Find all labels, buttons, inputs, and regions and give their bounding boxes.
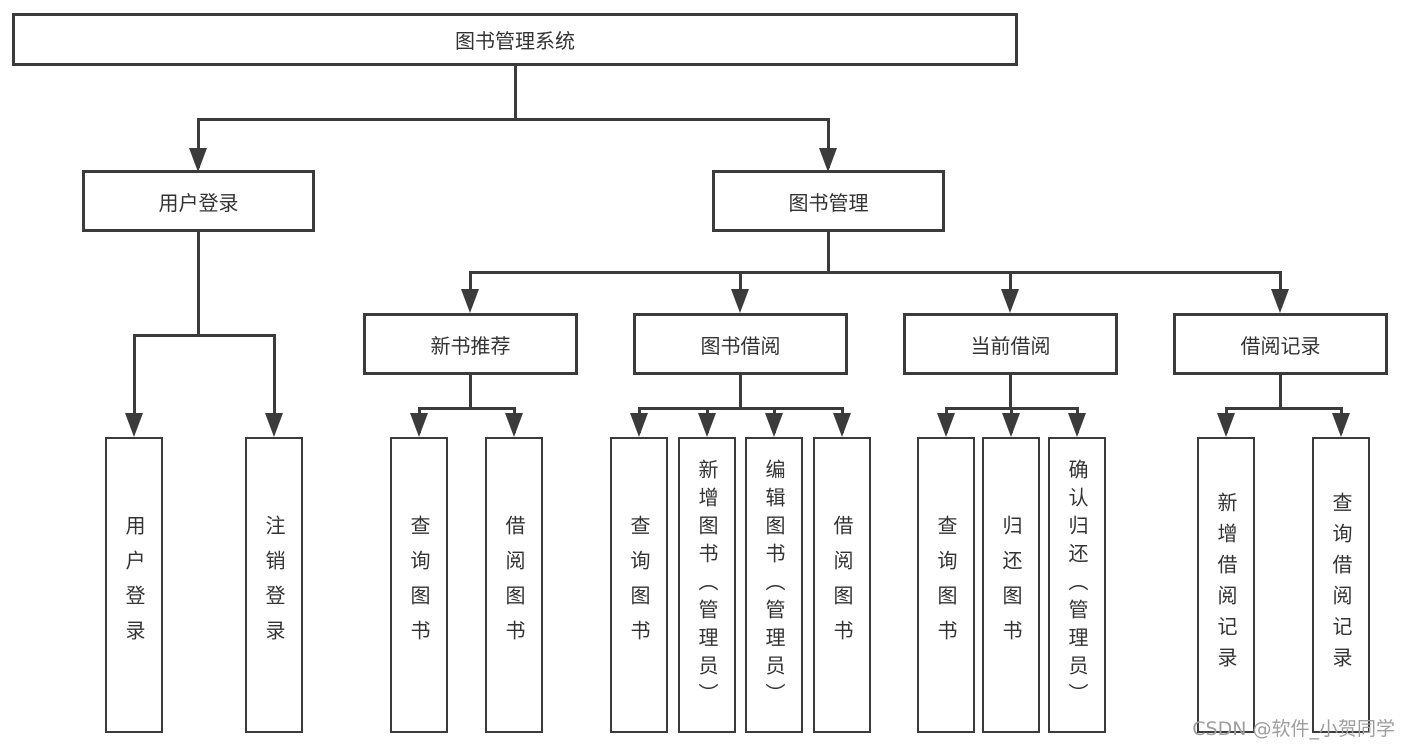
arrowhead [1068, 413, 1086, 437]
leaf-borrow-borrow-books: 借阅图书 [813, 437, 871, 733]
leaf-borrow-add-books-label: 新增图书（管理员） [695, 459, 719, 711]
connector-user-login-rail [133, 334, 275, 337]
leaf-newrec-query-books: 查询图书 [390, 437, 448, 733]
node-current-borrow: 当前借阅 [903, 313, 1118, 375]
arrowhead-book-mgmt [819, 148, 837, 172]
leaf-current-confirm-return: 确认归还（管理员） [1048, 437, 1106, 733]
node-user-login-label: 用户登录 [158, 190, 239, 215]
leaf-user-login: 用户登录 [105, 437, 163, 733]
connector-root-stub [514, 66, 517, 120]
node-root: 图书管理系统 [12, 13, 1018, 66]
arrowhead [505, 413, 523, 437]
node-book-mgmt: 图书管理 [712, 170, 945, 232]
node-borrow-record: 借阅记录 [1173, 313, 1388, 375]
connector-book-borrow-rail [638, 407, 844, 410]
arrowhead [1002, 413, 1020, 437]
arrowhead-user-login [189, 148, 207, 172]
arrowhead-leaf-logout [265, 413, 283, 437]
connector-record-rail [1225, 407, 1343, 410]
leaf-newrec-borrow-books-label: 借阅图书 [502, 515, 526, 655]
leaf-record-query-record: 查询借阅记录 [1312, 437, 1370, 733]
connector-level3-rail [469, 271, 1282, 274]
connector-book-mgmt-stub [827, 232, 830, 273]
leaf-current-query-books-label: 查询图书 [934, 515, 958, 655]
leaf-borrow-borrow-books-label: 借阅图书 [830, 515, 854, 655]
leaf-logout: 注销登录 [245, 437, 303, 733]
leaf-borrow-add-books: 新增图书（管理员） [678, 437, 736, 733]
leaf-logout-label: 注销登录 [262, 515, 286, 655]
arrowhead [765, 413, 783, 437]
arrowhead-record [1271, 289, 1289, 313]
connector-new-book-stub [469, 375, 472, 409]
arrowhead [1332, 413, 1350, 437]
leaf-current-return-books: 归还图书 [982, 437, 1040, 733]
node-book-mgmt-label: 图书管理 [788, 190, 869, 215]
leaf-record-add-record-label: 新增借阅记录 [1214, 492, 1238, 678]
node-user-login: 用户登录 [82, 170, 315, 232]
leaf-user-login-label: 用户登录 [122, 515, 146, 655]
arrowhead-current [1001, 289, 1019, 313]
arrowhead-borrow [731, 289, 749, 313]
leaf-current-confirm-return-label: 确认归还（管理员） [1065, 459, 1089, 711]
connector-record-stub [1279, 375, 1282, 409]
node-book-borrow: 图书借阅 [633, 313, 848, 375]
node-new-book-rec-label: 新书推荐 [430, 333, 511, 358]
leaf-newrec-query-books-label: 查询图书 [407, 515, 431, 655]
arrowhead [937, 413, 955, 437]
connector-drop-book-mgmt [827, 118, 830, 168]
leaf-current-return-books-label: 归还图书 [999, 515, 1023, 655]
connector-level1-rail [197, 118, 830, 121]
node-book-borrow-label: 图书借阅 [700, 333, 781, 358]
node-new-book-rec: 新书推荐 [363, 313, 578, 375]
connector-drop-user-login [197, 118, 200, 168]
connector-current-stub [1009, 375, 1012, 409]
leaf-current-query-books: 查询图书 [917, 437, 975, 733]
leaf-record-add-record: 新增借阅记录 [1197, 437, 1255, 733]
leaf-borrow-query-books-label: 查询图书 [627, 515, 651, 655]
leaf-newrec-borrow-books: 借阅图书 [485, 437, 543, 733]
arrowhead [1217, 413, 1235, 437]
arrowhead [698, 413, 716, 437]
leaf-borrow-edit-books: 编辑图书（管理员） [745, 437, 803, 733]
arrowhead [410, 413, 428, 437]
connector-new-book-rail [418, 407, 516, 410]
node-root-label: 图书管理系统 [455, 29, 575, 53]
watermark-text: CSDN @软件_小贺同学 [1192, 718, 1395, 740]
arrowhead-leaf-login [125, 413, 143, 437]
arrowhead-new-book [461, 289, 479, 313]
connector-user-login-stub [197, 232, 200, 336]
leaf-borrow-query-books: 查询图书 [610, 437, 668, 733]
node-current-borrow-label: 当前借阅 [970, 333, 1051, 358]
leaf-record-query-record-label: 查询借阅记录 [1329, 492, 1353, 678]
connector-drop-leaf-login [133, 334, 136, 429]
connector-drop-leaf-logout [273, 334, 276, 429]
arrowhead [630, 413, 648, 437]
node-borrow-record-label: 借阅记录 [1240, 333, 1321, 358]
leaf-borrow-edit-books-label: 编辑图书（管理员） [762, 459, 786, 711]
connector-book-borrow-stub [739, 375, 742, 409]
arrowhead [833, 413, 851, 437]
